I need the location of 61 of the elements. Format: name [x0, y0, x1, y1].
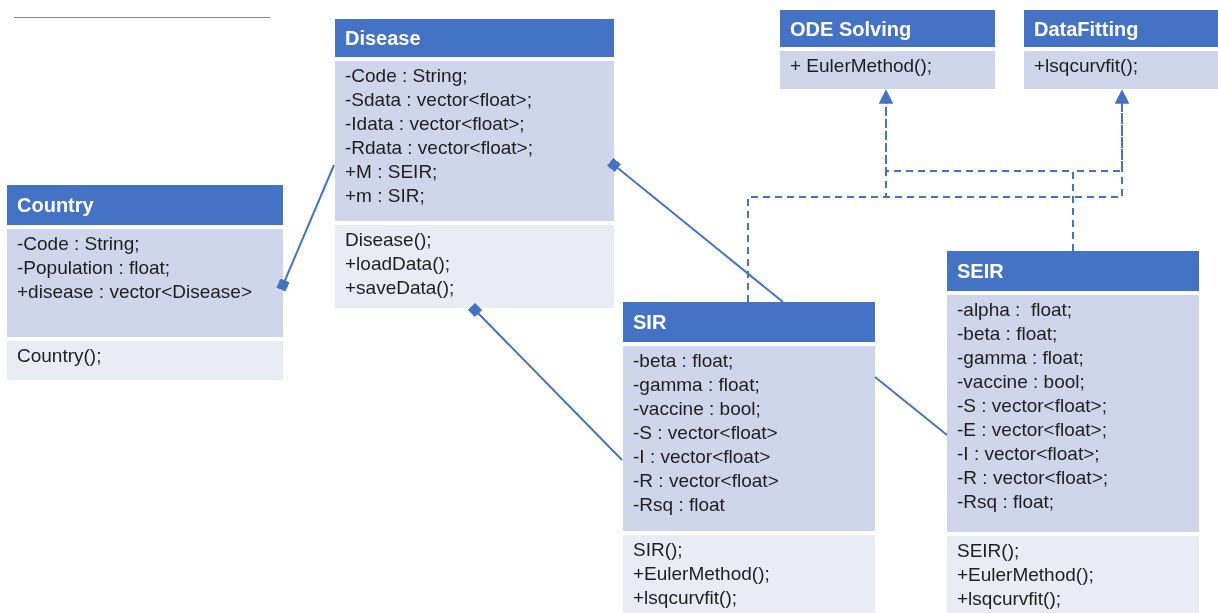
attribute-text: -Sdata : vector<float>;	[345, 88, 533, 112]
attribute-text: -R : vector<float>;	[957, 466, 1109, 490]
class-box	[335, 19, 614, 308]
attribute-text: -I : vector<float>;	[957, 442, 1101, 466]
class-name-header: SIR	[623, 302, 875, 342]
attribute-text: -vaccine : bool;	[633, 397, 762, 421]
attribute-text: -I : vector<float>	[633, 445, 772, 469]
attribute-text: +M : SEIR;	[345, 160, 439, 184]
association-line	[276, 164, 335, 292]
association-line	[467, 302, 623, 461]
attributes-compartment	[947, 295, 1199, 532]
association-line	[874, 376, 948, 436]
attribute-text: -S : vector<float>	[633, 421, 779, 445]
method-text: SEIR();	[957, 539, 1021, 563]
attribute-text: -alpha : float;	[957, 298, 1074, 322]
method-text: +lsqcurvfit();	[957, 587, 1062, 611]
attribute-text: +lsqcurvfit();	[1034, 54, 1139, 78]
class-name-header: Country	[7, 185, 283, 225]
attributes-compartment	[335, 61, 614, 221]
class-name-header: Disease	[335, 19, 614, 57]
attribute-text: -Rsq : float	[633, 493, 726, 517]
attribute-text: -Code : String;	[345, 64, 469, 88]
dashed-arrow	[1072, 89, 1129, 252]
method-text: +lsqcurvfit();	[633, 586, 738, 610]
attribute-text: -Rsq : float;	[957, 490, 1056, 514]
association-line	[606, 157, 784, 303]
attributes-compartment	[780, 51, 995, 89]
class-name-header: SEIR	[947, 251, 1199, 291]
method-text: SIR();	[633, 538, 684, 562]
method-text: +EulerMethod();	[957, 563, 1095, 587]
class-box	[780, 10, 995, 89]
attribute-text: +disease : vector<Disease>	[17, 280, 253, 304]
attribute-text: -Population : float;	[17, 256, 172, 280]
class-name-header: ODE Solving	[780, 10, 995, 47]
attribute-text: -Idata : vector<float>;	[345, 112, 526, 136]
attribute-text: -gamma : float;	[633, 373, 761, 397]
attributes-compartment	[7, 229, 283, 337]
attribute-text: -R : vector<float>	[633, 469, 780, 493]
methods-compartment	[335, 225, 614, 308]
class-box	[7, 185, 283, 380]
attribute-text: + EulerMethod();	[790, 54, 934, 78]
attribute-text: -vaccine : bool;	[957, 370, 1086, 394]
method-text: +EulerMethod();	[633, 562, 771, 586]
attribute-text: -Code : String;	[17, 232, 141, 256]
attribute-text: -Rdata : vector<float>;	[345, 136, 534, 160]
attribute-text: -E : vector<float>;	[957, 418, 1108, 442]
method-text: Country();	[17, 344, 103, 368]
attribute-text: -gamma : float;	[957, 346, 1085, 370]
class-box	[947, 251, 1199, 613]
attribute-text: -beta : float;	[633, 349, 735, 373]
attribute-text: -beta : float;	[957, 322, 1059, 346]
method-text: +saveData();	[345, 276, 456, 300]
attributes-compartment	[623, 346, 875, 531]
attribute-text: -S : vector<float>;	[957, 394, 1108, 418]
method-text: +loadData();	[345, 252, 452, 276]
class-box	[623, 302, 875, 613]
method-text: Disease();	[345, 228, 433, 252]
attributes-compartment	[1024, 51, 1218, 89]
class-name-header: DataFitting	[1024, 10, 1218, 47]
class-box	[1024, 10, 1218, 89]
attribute-text: +m : SIR;	[345, 184, 426, 208]
